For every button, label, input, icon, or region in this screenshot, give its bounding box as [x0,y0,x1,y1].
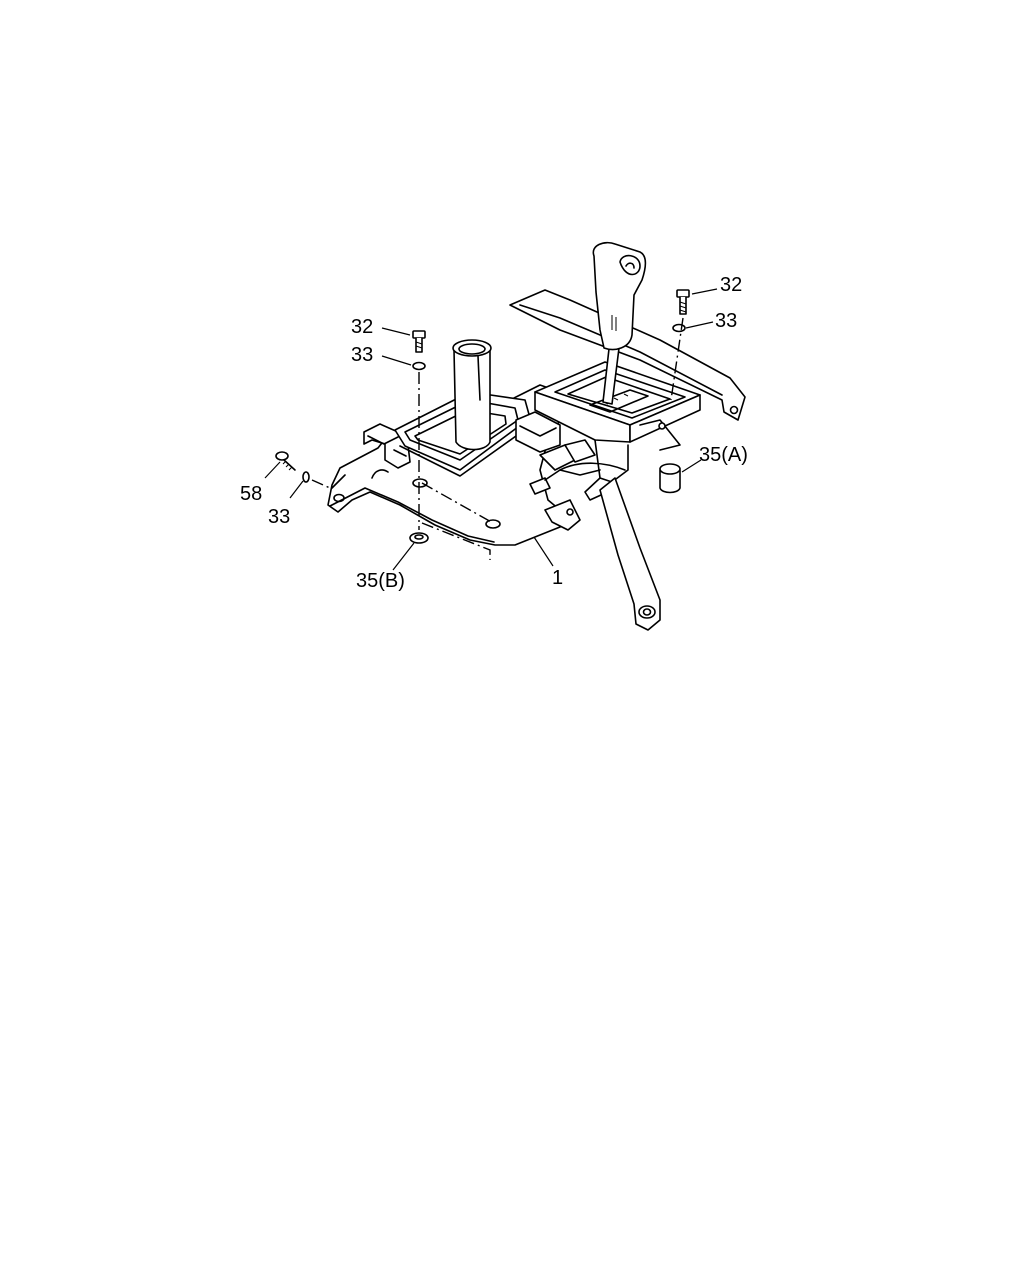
rear-rail [509,289,746,421]
front-bracket [515,411,626,531]
washer-33-right [672,323,686,333]
callout-35b: 35(B) [356,570,405,592]
washer-33-lower [302,471,310,483]
linkage-arm [599,477,661,631]
shift-lever [592,241,647,405]
shifter-housing [534,361,701,501]
callout-33-left: 33 [351,344,373,366]
grommet-35b [409,532,429,544]
callout-32-left: 32 [351,316,373,338]
callout-33-lower: 33 [268,506,290,528]
callout-35a: 35(A) [699,444,748,466]
callout-33-right: 33 [715,310,737,332]
leader-lines [264,288,718,571]
bolt-32-left [412,330,426,353]
bolt-32-right [676,289,690,315]
callout-1: 1 [552,567,563,589]
washer-33-left [412,361,426,371]
callout-32-right: 32 [720,274,742,296]
assembly-centerlines [311,317,684,560]
callout-58: 58 [240,483,262,505]
column-tube-boot [394,339,531,477]
cushion-35a [659,463,681,494]
screw-58 [275,451,296,471]
